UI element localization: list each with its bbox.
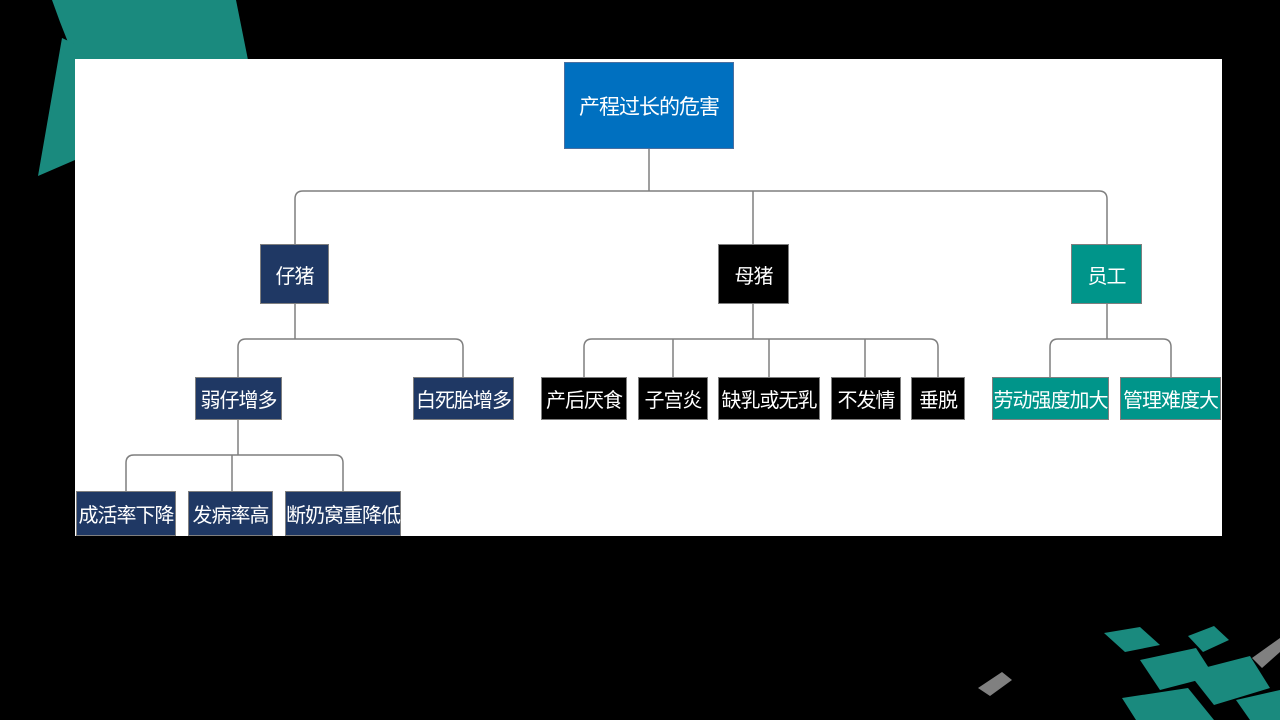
- staff-child-node: 劳动强度加大: [992, 377, 1109, 420]
- sow-child-node: 不发情: [831, 377, 901, 420]
- sow-child-node: 产后厌食: [541, 377, 627, 420]
- bottom-right-shard-1: [1104, 627, 1160, 652]
- sow-child-node: 子宫炎: [638, 377, 708, 420]
- bottom-right-shard-5: [1122, 688, 1214, 720]
- weak-piglet-effect-node: 断奶窝重降低: [285, 491, 401, 536]
- root-node: 产程过长的危害: [564, 62, 734, 149]
- sow-node: 母猪: [718, 244, 789, 304]
- diagram-panel: 产程过长的危害 仔猪 母猪 员工 弱仔增多 白死胎增多 产后厌食 子宫炎 缺乳或…: [75, 59, 1222, 536]
- top-left-shard-upper: [52, 0, 248, 60]
- weak-piglet-effect-node: 发病率高: [188, 491, 273, 536]
- bottom-right-shard-2: [1188, 626, 1229, 652]
- top-left-shard-lower: [38, 38, 75, 176]
- bottom-right-shard-4: [1188, 656, 1270, 705]
- stillborn-node: 白死胎增多: [413, 377, 514, 420]
- piglet-node: 仔猪: [260, 244, 329, 304]
- weak-piglet-effect-node: 成活率下降: [76, 491, 176, 536]
- staff-child-node: 管理难度大: [1120, 377, 1221, 420]
- staff-node: 员工: [1071, 244, 1142, 304]
- bottom-right-grey-shard-2: [1252, 638, 1280, 668]
- bottom-right-shard-6: [1236, 690, 1280, 720]
- connector-lines: [125, 148, 1172, 491]
- sow-child-node: 垂脱: [911, 377, 965, 420]
- weak-piglets-node: 弱仔增多: [195, 377, 282, 420]
- bottom-right-grey-shard-1: [978, 672, 1012, 696]
- sow-child-node: 缺乳或无乳: [718, 377, 820, 420]
